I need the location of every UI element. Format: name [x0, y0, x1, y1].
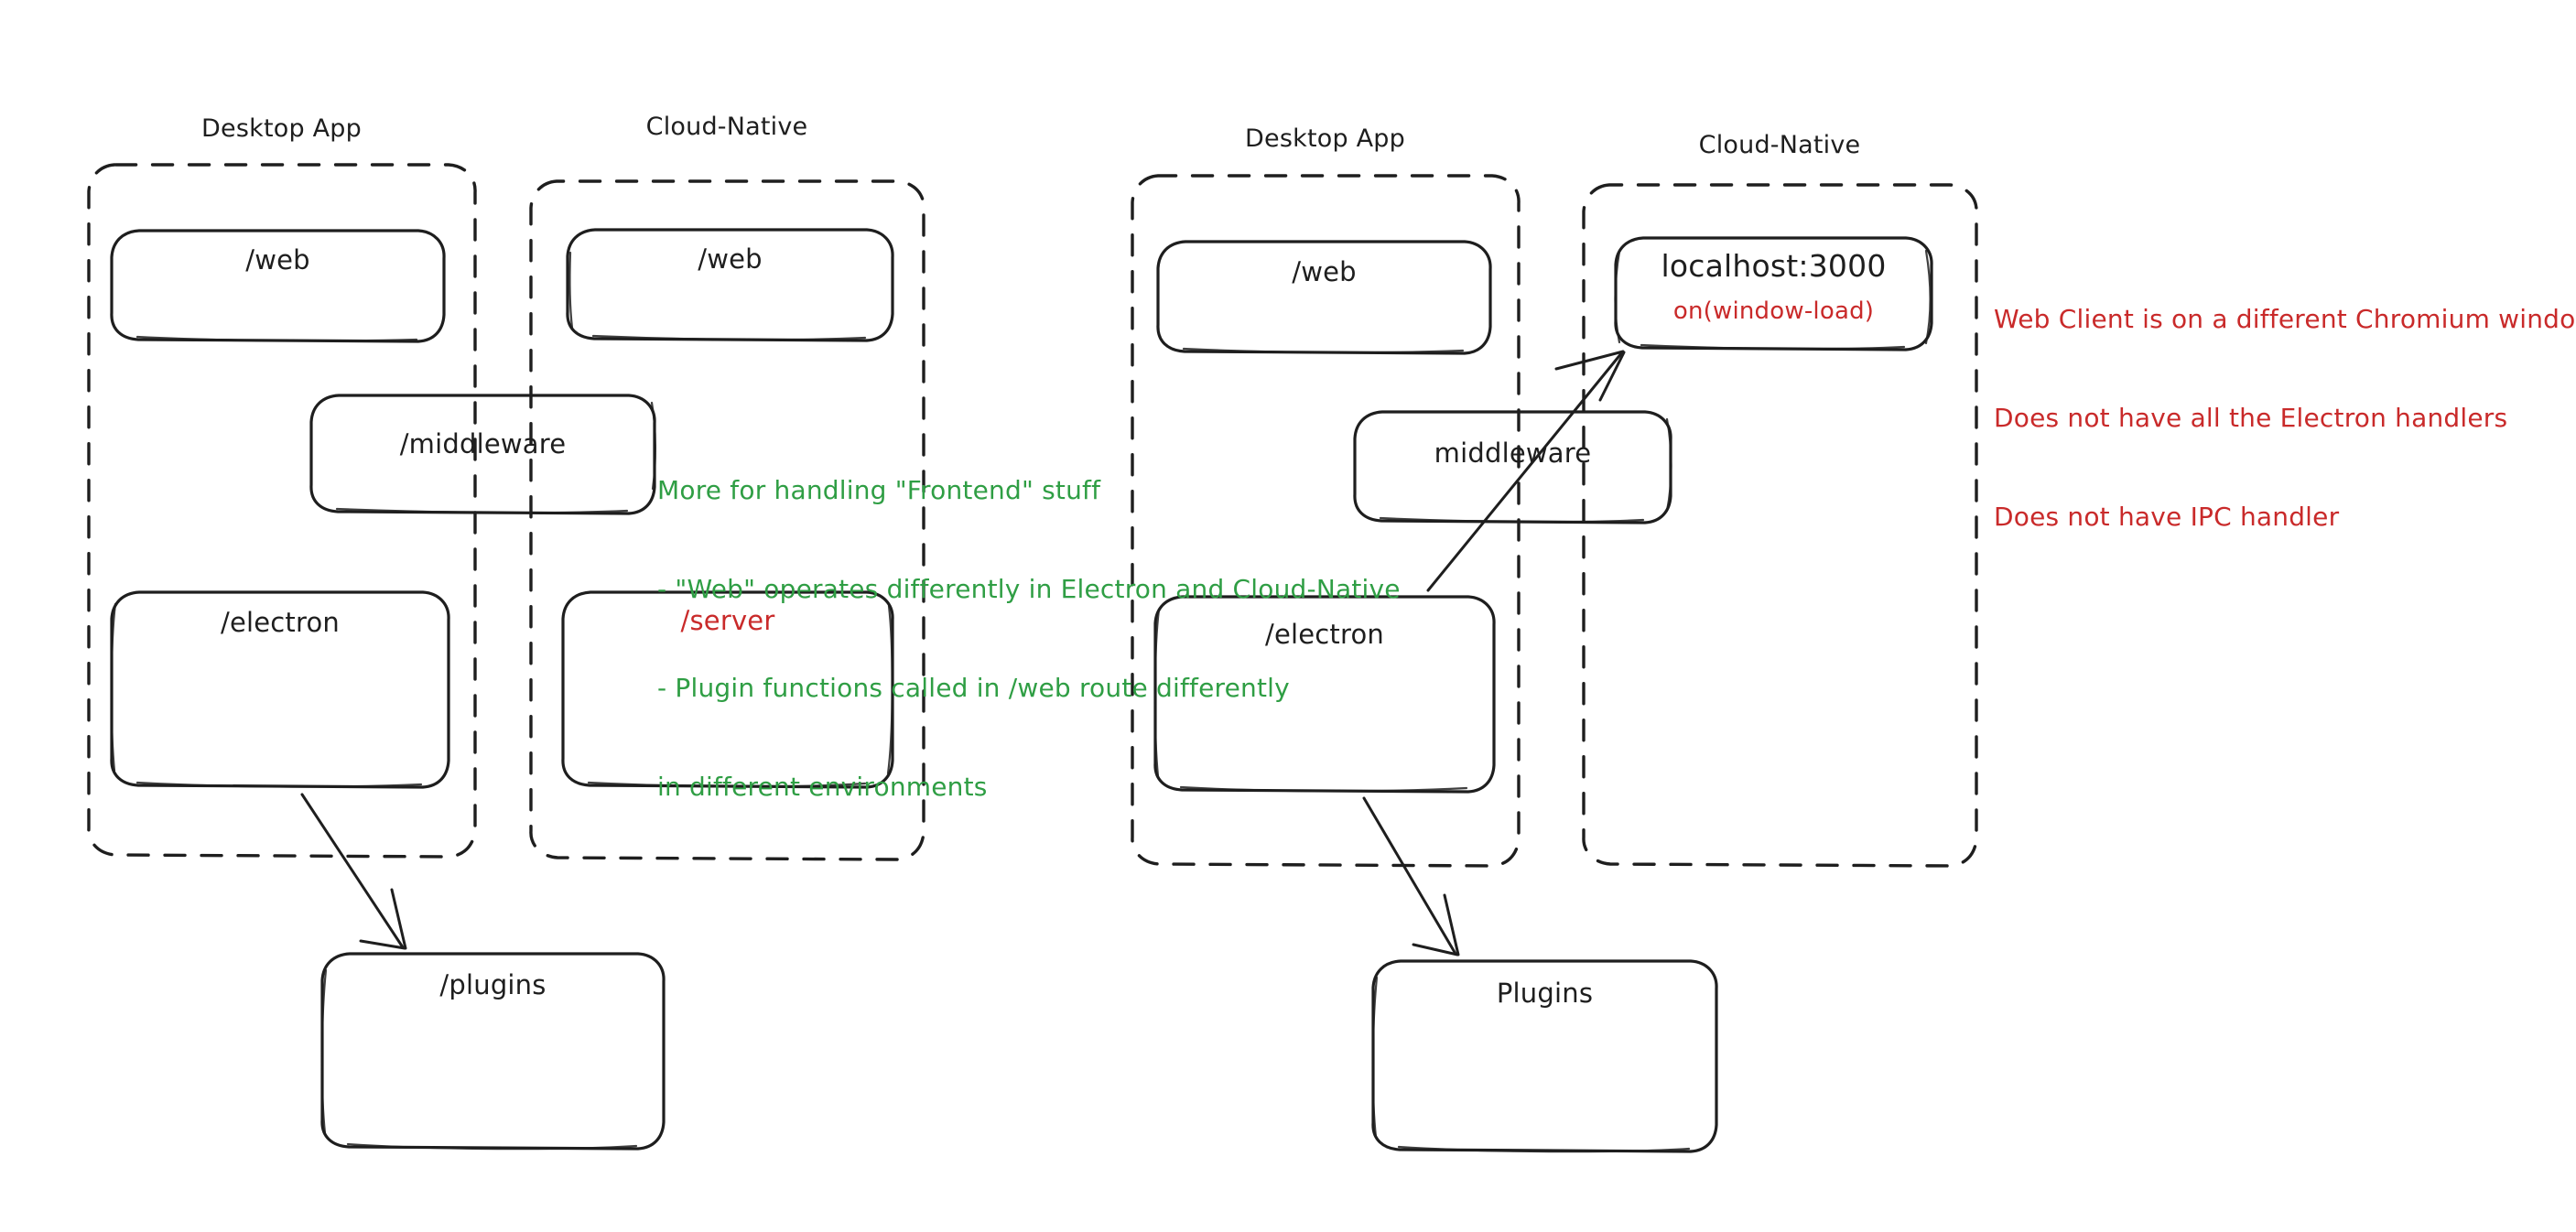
node-right-localhost[interactable] — [1614, 236, 1933, 351]
arrow-left-electron-to-plugins — [300, 793, 407, 950]
node-label-right-localhost: localhost:3000 — [1661, 248, 1887, 284]
arrow-right-electron-to-localhost — [1426, 350, 1626, 592]
arrow-right-electron-to-plugins — [1362, 796, 1460, 956]
node-left-middleware[interactable] — [309, 394, 656, 515]
node-right-plugins[interactable] — [1371, 959, 1718, 1153]
note-green: More for handling "Frontend" stuff - "We… — [657, 408, 1401, 870]
group-frame-left-cloud — [529, 179, 925, 861]
node-right-desktop-web[interactable] — [1156, 240, 1492, 355]
node-label-left-electron: /electron — [220, 607, 341, 638]
node-sublabel-right-localhost: on(window-load) — [1672, 297, 1875, 325]
node-label-right-electron: /electron — [1264, 619, 1385, 650]
node-label-left-desktop-web: /web — [245, 244, 310, 276]
group-frame-right-cloud — [1582, 183, 1978, 868]
group-frame-right-desktop — [1131, 174, 1521, 868]
note-red: Web Client is on a different Chromium wi… — [1994, 237, 2576, 600]
group-title-left-cloud: Cloud-Native — [645, 113, 808, 141]
node-label-left-server: /server — [680, 605, 775, 636]
group-title-right-desktop: Desktop App — [1245, 124, 1405, 153]
note-red-line-2: Does not have all the Electron handlers — [1994, 403, 2508, 433]
group-title-left-desktop: Desktop App — [201, 114, 362, 143]
node-left-electron[interactable] — [110, 590, 450, 789]
note-green-line-3: - Plugin functions called in /web route … — [657, 673, 1290, 703]
note-red-line-1: Web Client is on a different Chromium wi… — [1994, 304, 2576, 334]
node-label-right-plugins: Plugins — [1496, 978, 1594, 1009]
node-left-server[interactable] — [561, 590, 894, 789]
note-green-line-4: in different environments — [657, 772, 988, 802]
node-right-middleware[interactable] — [1353, 410, 1672, 524]
node-label-left-middleware: /middleware — [399, 428, 567, 459]
node-label-right-middleware: middleware — [1434, 438, 1592, 469]
node-label-left-plugins: /plugins — [439, 969, 547, 1000]
node-label-right-desktop-web: /web — [1292, 256, 1357, 287]
note-green-line-1: More for handling "Frontend" stuff — [657, 475, 1101, 505]
note-red-line-3: Does not have IPC handler — [1994, 502, 2340, 532]
node-left-desktop-web[interactable] — [110, 229, 446, 343]
node-left-cloud-web[interactable] — [566, 228, 894, 342]
node-right-electron[interactable] — [1153, 595, 1496, 794]
note-green-line-2: - "Web" operates differently in Electron… — [657, 574, 1401, 604]
node-label-left-cloud-web: /web — [698, 243, 763, 275]
group-title-right-cloud: Cloud-Native — [1698, 131, 1861, 159]
node-left-plugins[interactable] — [320, 952, 666, 1151]
